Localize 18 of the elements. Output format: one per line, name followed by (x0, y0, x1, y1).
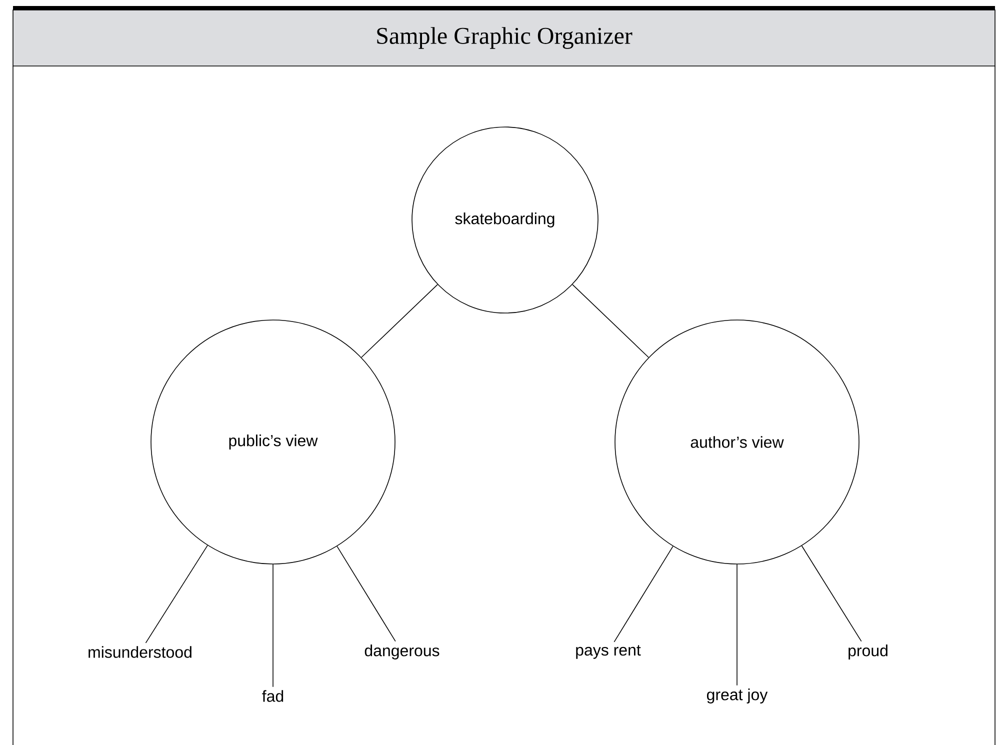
connector-line (145, 545, 208, 644)
connector-line (801, 545, 862, 642)
word-label: dangerous (364, 644, 440, 660)
word-label: pays rent (576, 645, 641, 659)
connector-line (572, 284, 649, 358)
connector-line (736, 564, 738, 686)
word-label: fad (262, 690, 284, 702)
connector-line (336, 546, 396, 642)
circle-node: public’s view (150, 320, 396, 564)
word-label: great joy (707, 688, 768, 704)
connector-line (361, 284, 438, 358)
connector-line (614, 546, 674, 642)
title: Sample Graphic Organizer (377, 27, 632, 49)
circle-node: author’s view (614, 320, 860, 564)
circle-node: skateboarding (412, 126, 598, 314)
connector-line (272, 564, 274, 688)
word-label: proud (848, 644, 888, 660)
word-label: misunderstood (88, 646, 192, 658)
